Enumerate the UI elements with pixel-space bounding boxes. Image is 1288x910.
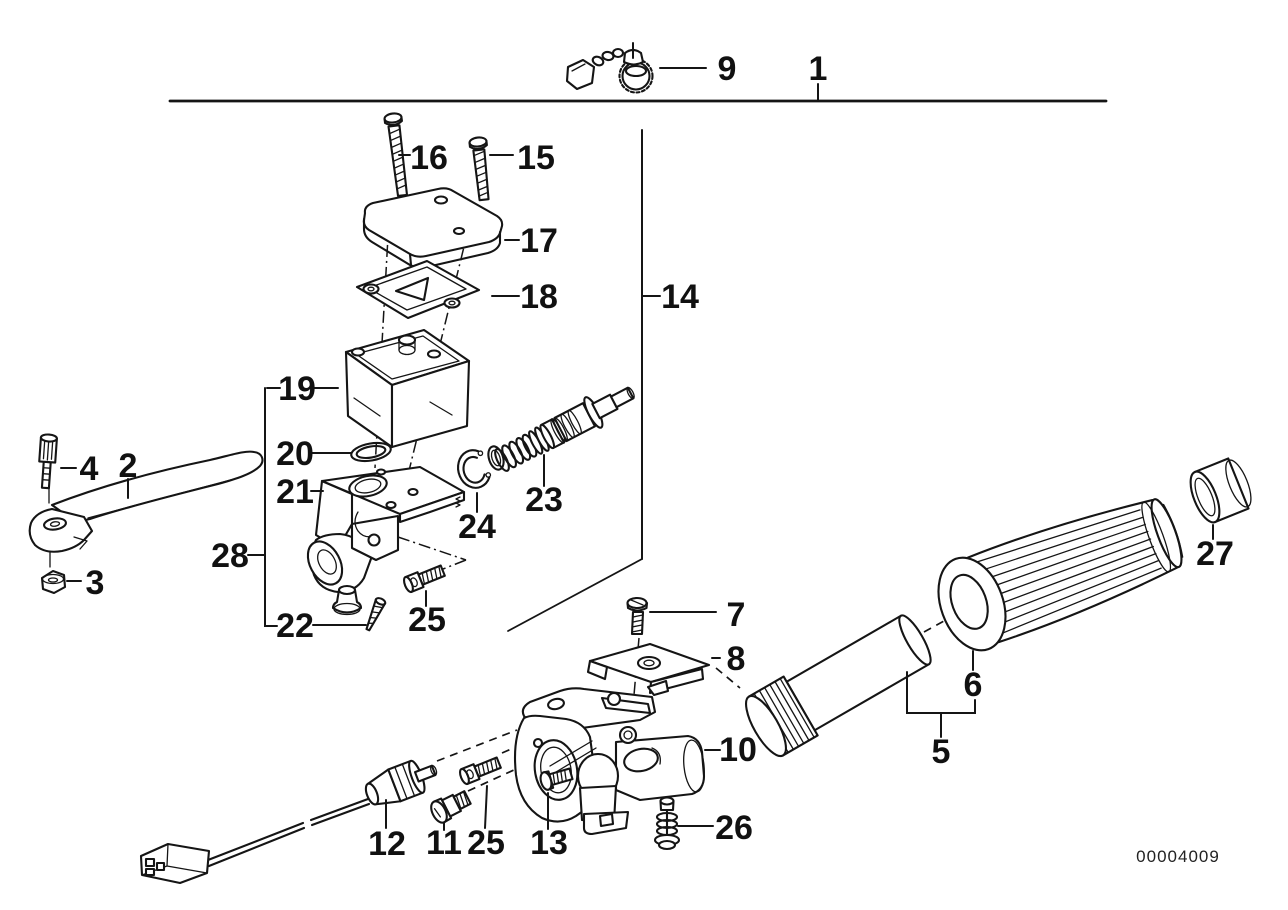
callout-23[interactable]: 23	[525, 481, 563, 519]
part-15-screw-drawing	[468, 136, 490, 202]
part-2-brake-lever-drawing	[28, 450, 264, 553]
callout-4[interactable]: 4	[80, 450, 99, 488]
part-20-oring-drawing	[350, 441, 392, 463]
callout-24[interactable]: 24	[458, 508, 496, 546]
callout-18[interactable]: 18	[520, 278, 558, 316]
callout-10[interactable]: 10	[719, 731, 757, 769]
part-25-screw-lower-drawing	[458, 756, 502, 786]
part-23-piston-assembly-drawing	[494, 386, 635, 472]
callout-5[interactable]: 5	[932, 733, 951, 771]
part-21-master-cylinder-body-drawing	[306, 465, 466, 594]
part-26-spring-screw-drawing	[653, 796, 681, 851]
callout-20[interactable]: 20	[276, 435, 314, 473]
callout-16[interactable]: 16	[410, 139, 448, 177]
callout-25-upper[interactable]: 25	[408, 601, 446, 639]
part-3-nut-drawing	[40, 569, 67, 595]
callout-9[interactable]: 9	[718, 50, 737, 88]
callout-21[interactable]: 21	[276, 473, 314, 511]
part-19-reservoir-drawing	[344, 328, 471, 449]
part-24-circlip-drawing	[457, 445, 505, 489]
callout-25-lower[interactable]: 25	[467, 824, 505, 862]
callout-14[interactable]: 14	[661, 278, 699, 316]
part-27-end-bushing-drawing	[1189, 457, 1252, 524]
part-5-throttle-tube-drawing	[745, 614, 932, 758]
document-code: 00004009	[1136, 847, 1220, 866]
part-12-throttle-cable-drawing	[139, 759, 438, 885]
callout-8[interactable]: 8	[727, 640, 746, 678]
part-10-switch-housing-drawing	[513, 687, 706, 836]
part-11-bolt-drawing	[430, 790, 472, 824]
callout-15[interactable]: 15	[517, 139, 555, 177]
callout-19[interactable]: 19	[278, 370, 316, 408]
part-25-screw-upper-drawing	[402, 564, 446, 594]
part-4-pivot-pin-drawing	[38, 433, 58, 490]
callout-13[interactable]: 13	[530, 824, 568, 862]
callout-27[interactable]: 27	[1196, 535, 1234, 573]
callout-6[interactable]: 6	[964, 666, 983, 704]
callout-3[interactable]: 3	[86, 564, 105, 602]
part-9-chain-cap-drawing	[565, 47, 654, 94]
callout-labels: 1 2 3 4 5 6 7 8 9 10 11 12 13 14 15 16 1…	[80, 50, 1234, 863]
callout-2[interactable]: 2	[119, 447, 138, 485]
part-18-diaphragm-drawing	[355, 259, 481, 320]
callout-17[interactable]: 17	[520, 222, 558, 260]
part-7-screw-drawing	[626, 596, 649, 636]
callout-22[interactable]: 22	[276, 607, 314, 645]
part-17-reservoir-cover-drawing	[362, 187, 504, 269]
part-6-grip-drawing	[937, 498, 1184, 652]
callout-11[interactable]: 11	[426, 824, 462, 862]
part-22-boot-drawing	[331, 584, 387, 632]
callout-26[interactable]: 26	[715, 809, 753, 847]
part-13-screw-drawing	[539, 767, 574, 791]
callout-28[interactable]: 28	[211, 537, 249, 575]
callout-1[interactable]: 1	[809, 50, 828, 88]
leader-lines	[60, 42, 1214, 831]
callout-12[interactable]: 12	[368, 825, 406, 863]
part-8-retaining-plate-drawing	[586, 642, 711, 697]
callout-7[interactable]: 7	[727, 596, 746, 634]
